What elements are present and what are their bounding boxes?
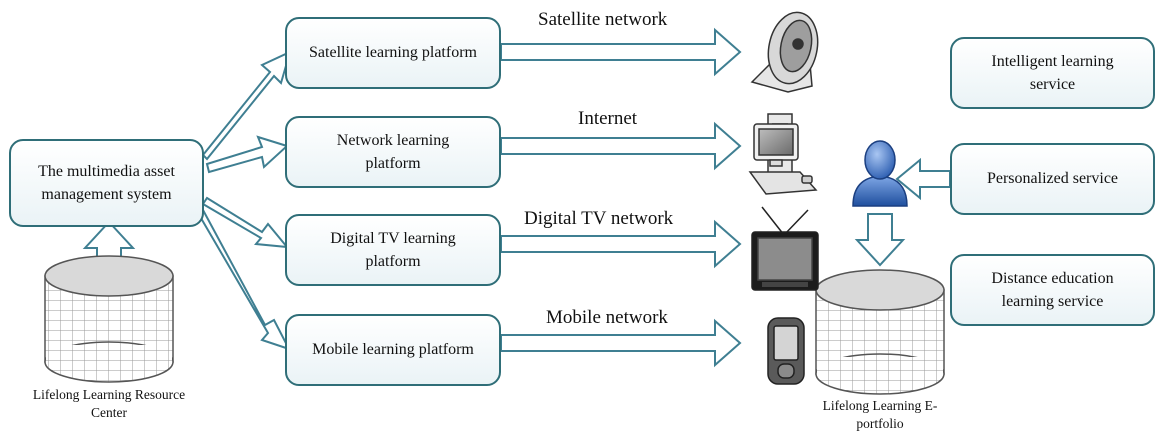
platform-box-digitaltv: Digital TV learning platform bbox=[285, 214, 501, 286]
television-icon bbox=[751, 206, 819, 291]
platform-label-line2: platform bbox=[365, 253, 421, 270]
service-box-intelligent: Intelligent learning service bbox=[950, 37, 1155, 109]
satellite-dish-icon bbox=[750, 11, 819, 93]
arrow-mobile-network bbox=[500, 318, 742, 368]
user-icon bbox=[852, 140, 908, 207]
service-box-personalized: Personalized service bbox=[950, 143, 1155, 215]
resource-center-caption: Lifelong Learning Resource Center bbox=[29, 386, 189, 421]
service-box-distance: Distance education learning service bbox=[950, 254, 1155, 326]
arrow-satellite-network bbox=[500, 27, 742, 77]
arrow-user-to-eportfolio bbox=[854, 213, 906, 267]
service-label: Intelligent learning bbox=[991, 52, 1114, 70]
service-label-line2: service bbox=[1029, 76, 1076, 93]
platform-label-line2: platform bbox=[365, 155, 421, 172]
desktop-computer-icon bbox=[748, 113, 818, 195]
arrow-digitaltv-network bbox=[500, 219, 742, 269]
management-system-line1: The multimedia asset bbox=[38, 162, 175, 180]
platform-label: Digital TV learning bbox=[330, 229, 456, 247]
caption-line1: Lifelong Learning bbox=[32, 387, 132, 402]
eportfolio-cylinder-icon bbox=[815, 269, 945, 395]
platform-label: Satellite learning platform bbox=[309, 44, 477, 62]
platform-box-satellite: Satellite learning platform bbox=[285, 17, 501, 89]
platform-label: Network learning bbox=[336, 131, 450, 149]
platform-label: Mobile learning platform bbox=[312, 341, 474, 359]
network-label-digitaltv: Digital TV network bbox=[524, 208, 674, 229]
caption-line2: E-portfolio bbox=[856, 398, 938, 431]
service-label: Distance education bbox=[991, 269, 1114, 287]
arrow-system-to-mobile bbox=[196, 208, 292, 351]
arrow-service-to-user bbox=[895, 157, 951, 201]
network-label-satellite: Satellite network bbox=[538, 9, 668, 30]
arrow-system-to-digitaltv bbox=[201, 196, 290, 249]
caption-line1: Lifelong Learning bbox=[822, 398, 922, 413]
mobile-phone-icon bbox=[767, 317, 805, 385]
management-system-line2: management system bbox=[41, 186, 172, 203]
caption-line2: Resource Center bbox=[91, 387, 186, 420]
service-label-line2: learning service bbox=[1001, 293, 1104, 310]
arrow-internet bbox=[500, 121, 742, 171]
network-label-internet: Internet bbox=[578, 108, 638, 129]
platform-box-mobile: Mobile learning platform bbox=[285, 314, 501, 386]
arrow-system-to-network bbox=[205, 135, 289, 174]
management-system-box: The multimedia asset management system bbox=[9, 139, 204, 227]
resource-center-cylinder-icon bbox=[44, 255, 174, 383]
network-label-mobile: Mobile network bbox=[546, 307, 668, 328]
service-label: Personalized service bbox=[986, 170, 1119, 188]
eportfolio-caption: Lifelong Learning E-portfolio bbox=[800, 397, 960, 432]
platform-box-network: Network learning platform bbox=[285, 116, 501, 188]
